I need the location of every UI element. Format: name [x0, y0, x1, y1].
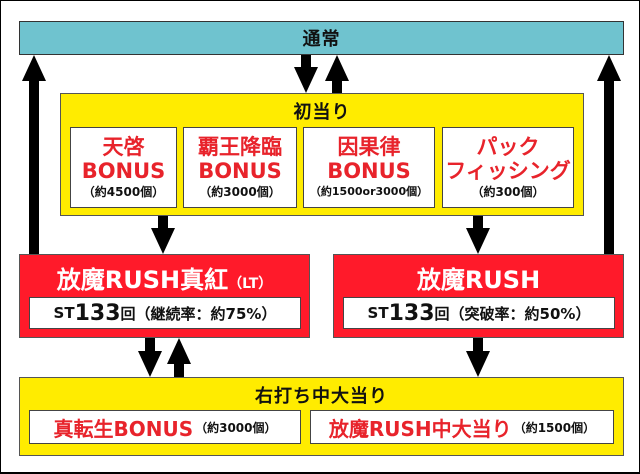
bonus-type: BONUS: [327, 159, 411, 183]
rush-lt-title: 放魔RUSH真紅: [56, 266, 229, 294]
bonus-type: BONUS: [81, 159, 166, 183]
st-count: 133: [74, 300, 121, 326]
bonus-name: 放魔RUSH中大当り: [328, 416, 512, 441]
first-hit-title: 初当り: [293, 102, 351, 123]
bonus-payout: （約1500個）: [513, 420, 596, 435]
st-detail: （継続率：約75%）: [135, 304, 277, 323]
bonus-name: 天啓: [102, 135, 145, 159]
bonus-name: 因果律: [337, 135, 401, 159]
right-hit-title: 右打ち中大当り: [255, 386, 388, 407]
st-prefix: ST: [53, 304, 75, 322]
st-unit: 回: [120, 304, 136, 323]
bonus-card-ingaritsu: 因果律 BONUS （約1500or3000個）: [303, 127, 435, 208]
bonus-type: フィッシング: [445, 159, 571, 183]
shin-tensei-bonus-box: 真転生BONUS（約3000個）: [29, 410, 301, 444]
rush-title: 放魔RUSH: [416, 266, 541, 294]
bonus-payout: （約1500or3000個）: [309, 185, 429, 198]
bonus-type: BONUS: [198, 159, 282, 183]
st-detail: （突破率：約50%）: [449, 304, 591, 323]
bonus-payout: （約3000個）: [195, 420, 277, 435]
normal-state-box: 通常: [19, 21, 624, 55]
rush-hit-box: 放魔RUSH中大当り（約1500個）: [310, 410, 614, 444]
bonus-card-tenkei: 天啓 BONUS （約4500個）: [70, 127, 177, 208]
normal-state-label: 通常: [302, 29, 341, 50]
bonus-name: 覇王降臨: [198, 135, 282, 159]
st-count: 133: [388, 300, 435, 326]
bonus-payout: （約300個）: [471, 185, 545, 199]
bonus-payout: （約3000個）: [199, 185, 281, 199]
bonus-card-pack-fishing: パック フィッシング （約300個）: [442, 127, 574, 208]
bonus-payout: （約4500個）: [82, 185, 165, 199]
st-prefix: ST: [367, 304, 389, 322]
st-unit: 回: [434, 304, 450, 323]
bonus-card-haou: 覇王降臨 BONUS （約3000個）: [183, 127, 297, 208]
rush-lt-suffix: （LT）: [228, 276, 273, 292]
bonus-name: 真転生BONUS: [53, 416, 194, 441]
bonus-name: パック: [476, 135, 540, 159]
